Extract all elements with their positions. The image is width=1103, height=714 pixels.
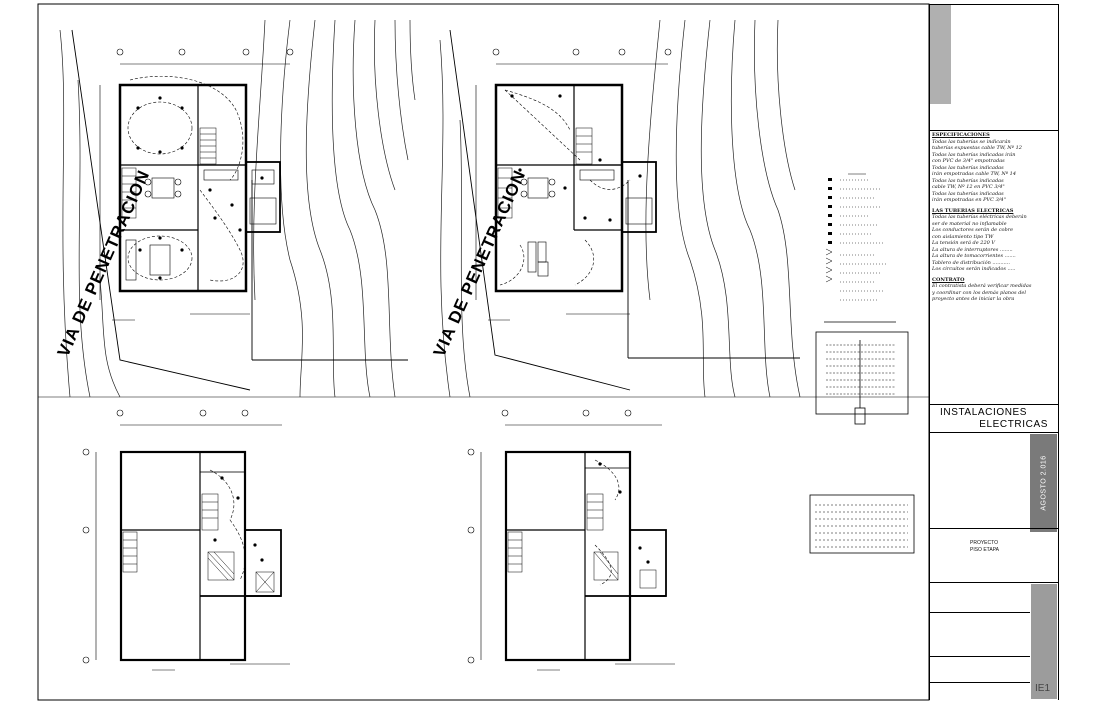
notes-line: proyecto antes de iniciar la obra: [932, 296, 1015, 302]
drawing-title-line-1: INSTALACIONES: [940, 407, 1028, 418]
proyecto-value: PISO ETAPA: [970, 547, 999, 553]
notes-line: ser de material no inflamable: [932, 220, 1007, 227]
symbol-legend: [809, 173, 915, 554]
notes-line: Tablero de distribución ...........: [932, 259, 1010, 266]
notes-line: Todas las tuberías se indicarán: [932, 138, 1011, 145]
drawing-title-line-2: ELECTRICAS: [979, 419, 1048, 430]
title-block-grey-bar-bottom: [1031, 584, 1057, 699]
notes-line: La tensión será de 220 V: [932, 240, 996, 246]
proyecto-label: PROYECTO: [970, 540, 998, 546]
notes-line: Todas las tuberías indicadas: [932, 190, 1004, 197]
notes-line: con PVC de 3/4" empotradas: [932, 158, 1005, 164]
notes-header-1: ESPECIFICACIONES: [932, 132, 990, 138]
plan-lower-right: [467, 409, 675, 671]
notes-header-3: CONTRATO: [932, 276, 965, 283]
title-block-grey-bar: [930, 4, 951, 104]
notes-line: irán empotradas cable TW, Nº 14: [932, 171, 1016, 177]
notes-line: Todas las tuberías eléctricas deberán: [932, 214, 1027, 220]
notes-line: Todas las tuberías indicadas: [932, 177, 1004, 184]
notes-line: Todas las tuberías indicadas irán: [932, 151, 1016, 158]
drawing-title: INSTALACIONES ELECTRICAS: [940, 407, 1048, 431]
notes-line: Los conductores serán de cobre: [932, 227, 1014, 233]
notes-line: y coordinar con los demás planos del: [932, 289, 1026, 296]
notes-line: La altura de tomacorrientes .......: [932, 253, 1016, 259]
title-block: ESPECIFICACIONES Todas las tuberías se i…: [929, 4, 1059, 700]
notes-header-2: LAS TUBERIAS ELECTRICAS: [932, 207, 1014, 214]
plan-upper-left: [99, 48, 294, 321]
date-band: AGOSTO 2.016: [1030, 434, 1057, 532]
date-label: AGOSTO 2.016: [1040, 455, 1047, 511]
contour-lines-upper: [59, 19, 801, 398]
notes-line: irán empotradas en PVC 3/4": [932, 197, 1006, 203]
sheet-number: IE1: [1035, 683, 1051, 694]
notes-line: Todas las tuberías indicadas: [932, 164, 1004, 171]
specification-notes: ESPECIFICACIONES Todas las tuberías se i…: [932, 132, 1056, 303]
notes-line: con aislamiento tipo TW: [932, 233, 994, 240]
plan-upper-right: [475, 48, 672, 321]
notes-line: cable TW, Nº 12 en PVC 3/4": [932, 184, 1005, 190]
notes-line: Los circuitos serán indicados .....: [932, 266, 1016, 272]
plan-lower-left: [82, 409, 290, 671]
notes-line: tuberías expuestas cable TW, Nº 12: [932, 145, 1022, 151]
notes-line: El contratista deberá verificar medidas: [932, 283, 1032, 289]
notes-line: La altura de interruptores ........: [932, 246, 1013, 253]
